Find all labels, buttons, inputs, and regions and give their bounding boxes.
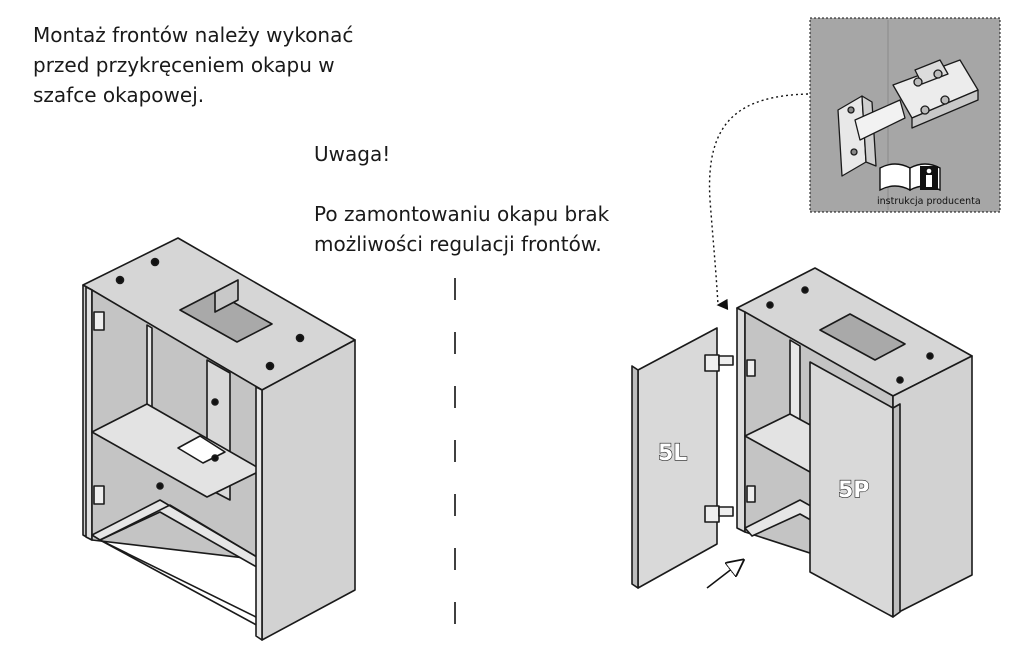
intro-line-1: Montaż frontów należy wykonać (33, 23, 354, 47)
door-5l (631, 327, 734, 589)
hinge-detail-inset: instrukcja producenta (809, 17, 1001, 213)
intro-note: Montaż frontów należy wykonać przed przy… (33, 20, 353, 110)
detail-pointer (708, 93, 809, 311)
warning-note: Po zamontowaniu okapu brak możliwości re… (314, 199, 609, 259)
warning-line-1: Po zamontowaniu okapu brak (314, 202, 610, 226)
cabinet-without-fronts (82, 237, 356, 641)
inset-caption: instrukcja producenta (877, 196, 981, 207)
intro-line-2: przed przykręceniem okapu w (33, 53, 335, 77)
door-right-label: 5P (838, 478, 869, 503)
hinge-icon (837, 59, 979, 177)
door-left-label: 5L (658, 441, 687, 466)
cabinet-with-fronts (736, 267, 973, 618)
warning-line-2: możliwości regulacji frontów. (314, 232, 602, 256)
intro-line-3: szafce okapowej. (33, 83, 205, 107)
mount-arrow (706, 561, 742, 589)
warning-title: Uwaga! (314, 142, 391, 166)
